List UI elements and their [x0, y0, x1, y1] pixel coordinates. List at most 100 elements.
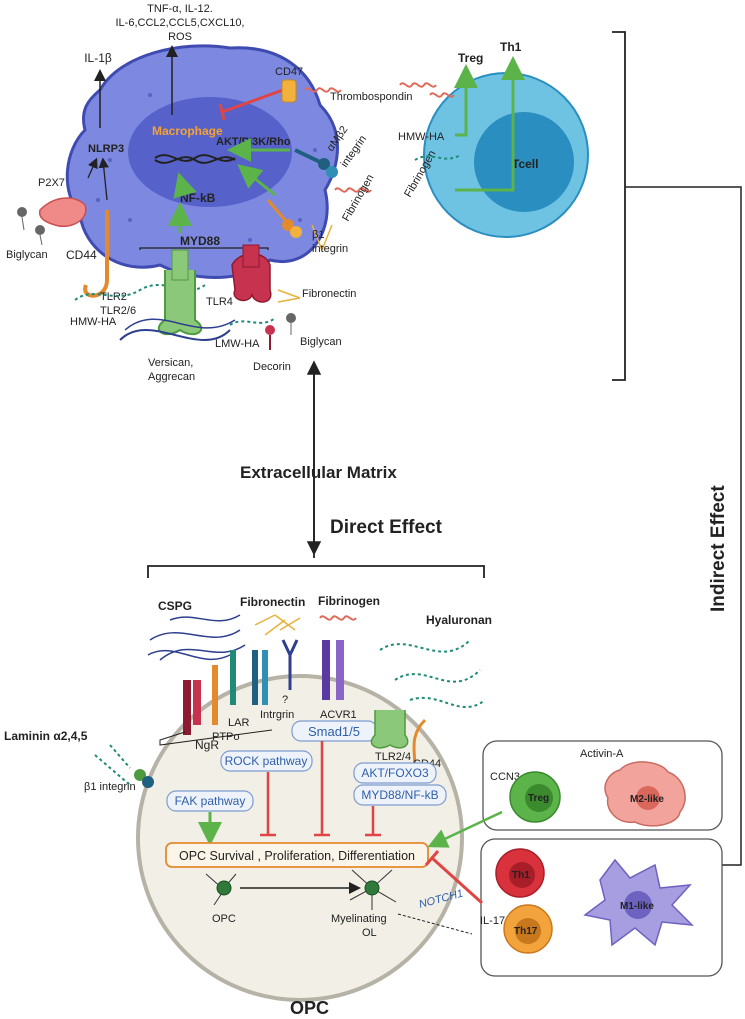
versican-label-1: Versican,	[148, 357, 193, 369]
hyaluronan-strands-icon	[379, 639, 486, 708]
cspg-strands-icon	[147, 614, 246, 661]
akt-pi3k-label: AKT/PI3K/Rho	[216, 136, 291, 148]
cspg-label: CSPG	[158, 599, 192, 613]
rock-label: ROCK pathway	[225, 754, 308, 768]
lar-receptor-icon	[212, 650, 236, 725]
b1-integrin-bottom-label: β1 integrin	[84, 781, 136, 793]
cd47-label: CD47	[275, 66, 303, 78]
myelinating-ol-label-1: Myelinating	[331, 913, 387, 925]
hyaluronan-label: Hyaluronan	[426, 613, 492, 627]
integrin-bottom-icon	[252, 639, 299, 705]
fibrinogen-top-icon	[334, 187, 372, 193]
lmwha-strand-icon	[229, 317, 276, 326]
b1-to-dna-arrow	[237, 164, 276, 197]
decorin-icon	[265, 325, 275, 350]
activin-label: Activin-A	[580, 748, 624, 760]
opc-small-icon	[205, 873, 237, 906]
smad-label: Smad1/5	[308, 724, 360, 739]
cd44-label: CD44	[66, 248, 97, 262]
rock-pill	[220, 750, 313, 772]
cd44-receptor-icon	[83, 210, 109, 298]
m1-label: M1-like	[620, 901, 654, 912]
fibrinogen-top-label: Fibrinogen	[340, 172, 376, 223]
tcell-cell	[423, 72, 589, 238]
tlr26-label: TLR2/6	[100, 305, 136, 317]
acvr1-receptor-icon	[322, 640, 344, 700]
th1-top-label: Th1	[500, 40, 522, 54]
p2x7-receptor-icon	[38, 197, 87, 227]
b1-integrin-bottom-icon	[134, 769, 154, 788]
myd88-nfkb-pill	[353, 784, 447, 806]
direct-effect-label: Direct Effect	[330, 517, 443, 538]
tcell-to-th1-arrow	[455, 56, 525, 192]
dna-helix-icon	[154, 154, 236, 162]
tlr2-label: TLR2	[100, 291, 127, 303]
survival-box	[165, 842, 429, 868]
question-label: ?	[282, 694, 288, 706]
b1-integrin-label-1: β1	[312, 229, 324, 241]
tcell-label: Tcell	[512, 157, 538, 171]
amb2-integrin-icon	[294, 148, 338, 178]
survival-label: OPC Survival , Proliferation, Differenti…	[179, 849, 415, 863]
laminin-label: Laminin α2,4,5	[4, 729, 88, 743]
fak-pill	[166, 790, 254, 812]
nfkb-to-dna-arrow	[173, 172, 197, 199]
il17-label: IL-17	[480, 915, 505, 927]
th1-cell-label: Th1	[512, 870, 530, 881]
m2-label: M2-like	[630, 794, 664, 805]
akt-foxo3-label: AKT/FOXO3	[361, 766, 429, 780]
biglycan-right-label: Biglycan	[300, 336, 342, 348]
tlr4-label: TLR4	[206, 296, 233, 308]
direct-effect-bracket	[147, 565, 485, 578]
b1-integrin-top-icon	[266, 199, 302, 238]
fibronectin-top-label: Fibronectin	[302, 288, 356, 300]
cytokines-line-2: IL-6,CCL2,CCL5,CXCL10,	[115, 17, 244, 29]
tlr2-receptor-icon	[157, 249, 203, 336]
akt-foxo3-pill	[353, 762, 437, 784]
ngr-receptor-icon	[183, 680, 201, 735]
cytokines-line-1: TNF-α, IL-12.	[147, 3, 213, 15]
lar-label: LAR	[228, 717, 249, 729]
intrgrin-label: Intrgrin	[260, 709, 294, 721]
myd88-bracket	[139, 247, 269, 250]
ptps-label: PTPσ	[212, 731, 240, 743]
th17-cell-label: Th17	[514, 926, 538, 937]
fibrinogen-bottom-label: Fibrinogen	[318, 594, 380, 608]
treg-cell-label: Treg	[528, 793, 549, 804]
biglycan-left-icon	[17, 207, 45, 246]
laminin-icon	[94, 744, 131, 786]
fibronectin-bottom-label: Fibronectin	[240, 595, 305, 609]
opc-title: OPC	[290, 998, 329, 1018]
ecm-label: Extracellular Matrix	[240, 463, 397, 482]
cspg-bracket	[159, 729, 273, 746]
il1b-label: IL-1β	[84, 51, 112, 65]
hmwha-left-label: HMW-HA	[70, 316, 117, 328]
tlr24-receptor-icon	[370, 710, 409, 749]
biglycan-right-icon	[286, 313, 296, 335]
cd47-receptor-icon	[281, 79, 297, 103]
acvr1-label: ACVR1	[320, 709, 357, 721]
activin-to-survival-arrow	[427, 810, 503, 848]
opc-small-label: OPC	[212, 913, 236, 925]
top-right-bracket	[612, 31, 626, 381]
decorin-label: Decorin	[253, 361, 291, 373]
myd88-nfkb-label: MYD88/NF-kB	[361, 788, 438, 802]
fibronectin-bottom-icon	[254, 614, 301, 636]
myelinating-ol-label-2: OL	[362, 927, 377, 939]
b1-integrin-label-2: integrin	[312, 243, 348, 255]
macrophage-label: Macrophage	[152, 124, 223, 138]
biglycan-left-label: Biglycan	[6, 249, 48, 261]
fibronectin-top-icon	[277, 224, 333, 303]
tlr4-receptor-icon	[231, 244, 272, 303]
notch1-dotted-line	[397, 913, 473, 935]
opc-cell	[136, 674, 464, 1002]
hmwha-right-label: HMW-HA	[398, 131, 445, 143]
versican-strand-icon	[119, 329, 231, 341]
fak-label: FAK pathway	[175, 794, 246, 808]
p2x7-label: P2X7	[38, 177, 65, 189]
nlrp3-label: NLRP3	[88, 143, 124, 155]
tlr24-label: TLR2/4	[375, 751, 411, 763]
cytokines-line-3: ROS	[168, 31, 192, 43]
ngr-label: NgR	[195, 738, 219, 752]
